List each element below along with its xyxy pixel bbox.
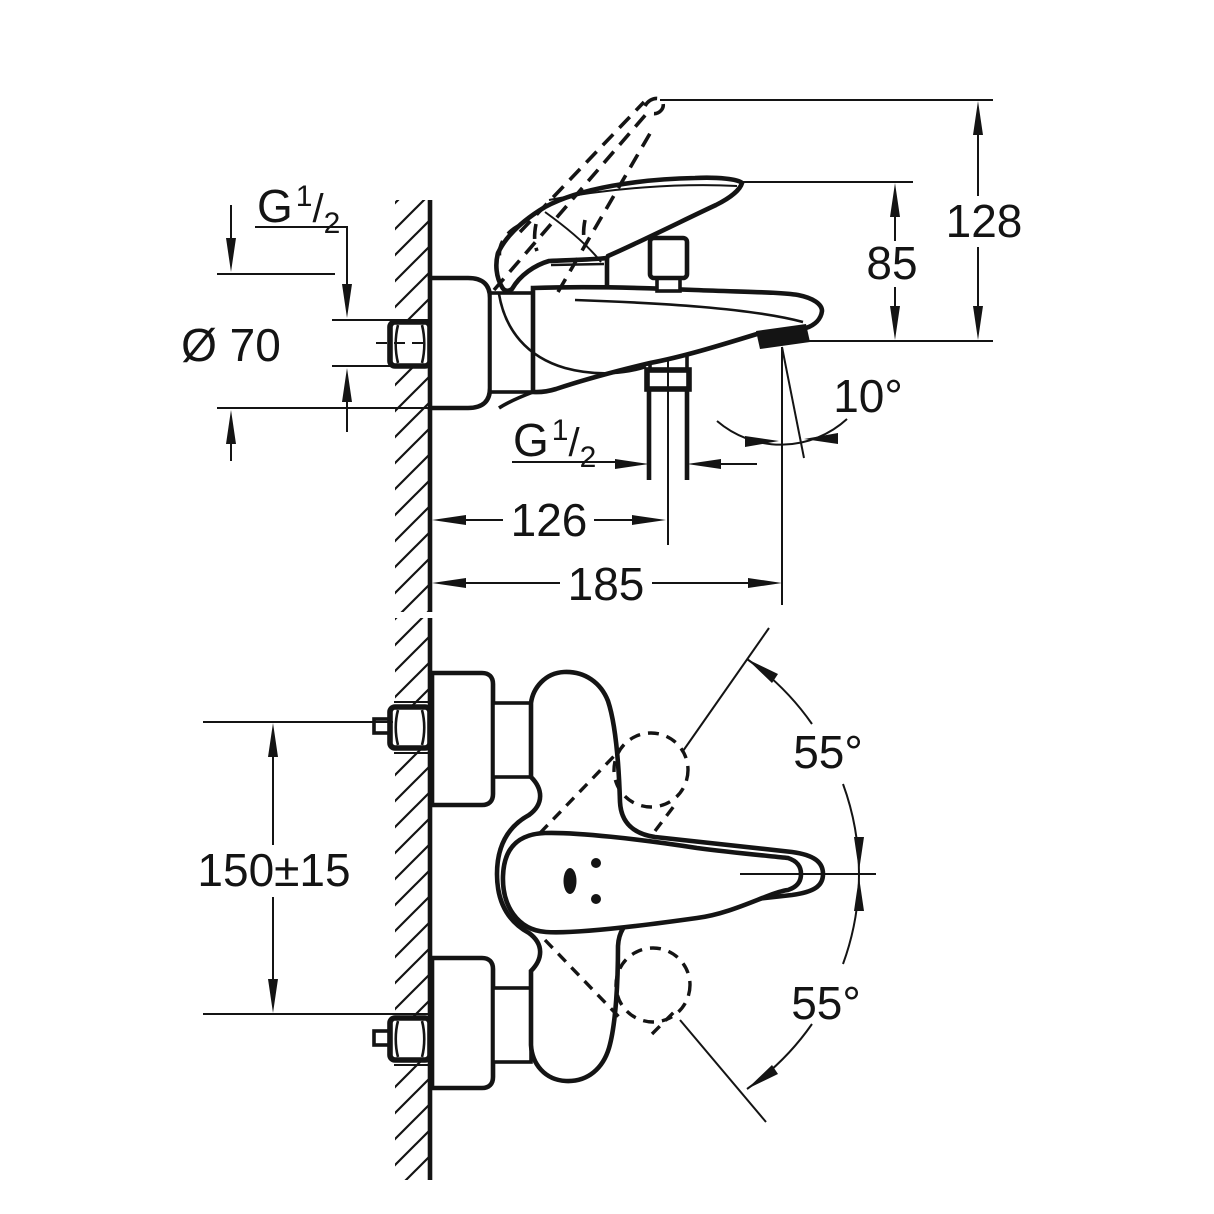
escutcheon-front-bottom xyxy=(429,955,496,1091)
g12-top-arrows xyxy=(342,284,352,402)
dim-total-reach: 185 xyxy=(568,558,645,610)
lever-swivel-dashed xyxy=(538,731,692,1036)
wall-notch-lines xyxy=(394,701,428,1066)
body-contour-line xyxy=(497,293,647,375)
dim-swivel-lower: 55° xyxy=(791,977,861,1029)
angle-leg-up xyxy=(682,627,770,752)
swivel-angle-annotations: 55° 55° xyxy=(679,627,876,1123)
dim-pipe-spacing: 150±15 xyxy=(197,844,350,896)
cap-top-line xyxy=(550,262,605,267)
wall-hatch-side xyxy=(395,200,433,612)
escutcheon-neck xyxy=(488,291,535,394)
diverter-knob xyxy=(647,235,690,293)
lever-dot-lower xyxy=(591,894,601,904)
angle10-leg xyxy=(781,346,805,459)
lever-handle-raised-dashed xyxy=(492,96,666,293)
faucet-body-side xyxy=(530,284,825,395)
spacing-ext-lines xyxy=(203,721,428,1015)
shower-pipe xyxy=(646,389,690,480)
aerator xyxy=(756,324,810,349)
dim-spout-height: 85 xyxy=(866,237,917,289)
dim-swivel-upper: 55° xyxy=(793,726,863,778)
lever-grip-front xyxy=(500,830,804,935)
angle10-arc xyxy=(716,418,848,446)
dim-spout-reach: 126 xyxy=(511,494,588,546)
body-underside-line xyxy=(498,390,534,410)
handle-crease xyxy=(548,184,738,201)
lever-dot-upper xyxy=(591,858,601,868)
union-nut-top xyxy=(387,704,433,751)
nipple-bottom xyxy=(491,986,533,1064)
g12-bottom-arrows xyxy=(615,459,721,469)
dim-diameter: Ø 70 xyxy=(181,319,281,371)
escutcheon-front-top xyxy=(429,670,496,808)
union-nut-bottom xyxy=(387,1015,433,1063)
angle10-arrows xyxy=(745,433,838,447)
dim-total-height: 128 xyxy=(946,195,1023,247)
escutcheon-side xyxy=(427,275,493,411)
dim150-arrows xyxy=(268,723,278,1013)
lever-handle-side xyxy=(494,175,745,294)
knob-circle-down xyxy=(614,946,692,1024)
dim85-arrows xyxy=(890,183,900,340)
wall-union-nut xyxy=(376,319,433,369)
knob-circle-up xyxy=(612,731,690,809)
lever-dot-large xyxy=(563,868,577,894)
dim-spout-angle: 10° xyxy=(833,370,903,422)
spout-contour-line xyxy=(574,298,804,324)
front-view: 55° 55° 150±15 xyxy=(197,618,876,1180)
extension-lines xyxy=(217,273,783,605)
nipple-top xyxy=(491,701,533,779)
cap-contour xyxy=(544,211,602,263)
pipe-spacing-dimension: 150±15 xyxy=(197,721,428,1015)
angle-leg-down xyxy=(679,1019,767,1123)
